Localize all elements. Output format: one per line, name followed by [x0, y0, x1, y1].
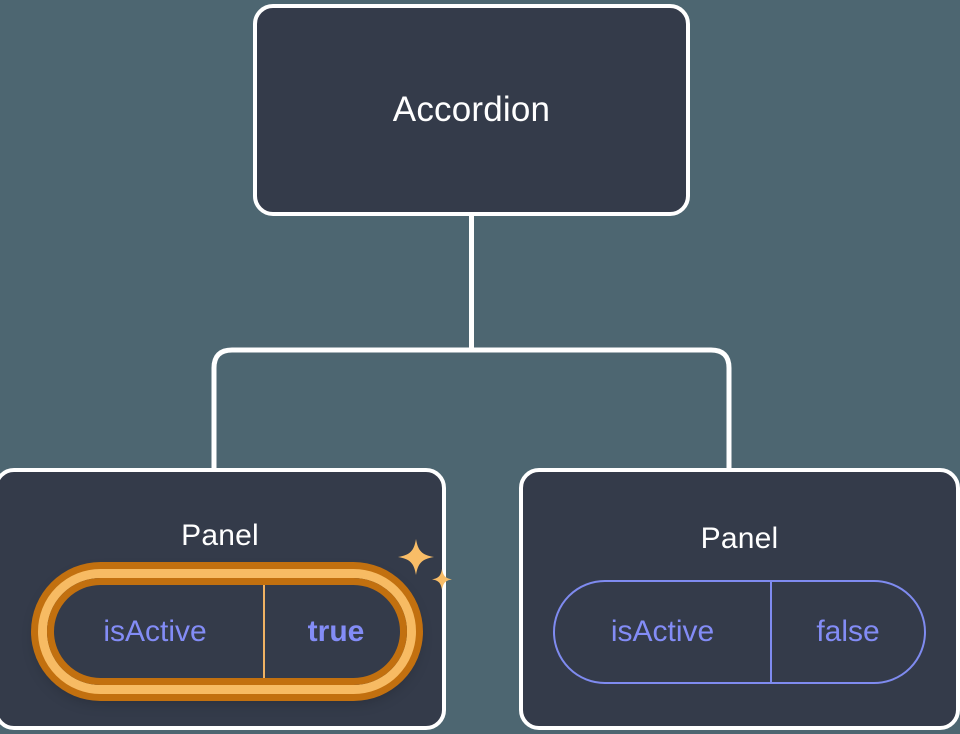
node-accordion-label: Accordion — [392, 90, 551, 129]
connector-branch-left — [211, 347, 474, 473]
node-panel-inactive-label: Panel — [700, 522, 779, 555]
node-panel-active-label: Panel — [181, 519, 259, 552]
connector-branch-right — [469, 347, 732, 473]
sparkles-icon — [398, 539, 452, 590]
node-panel-inactive[interactable]: Panel isActive false — [519, 468, 960, 730]
prop-pill-isactive-false[interactable]: isActive false — [553, 580, 926, 684]
prop-name-isactive: isActive — [555, 582, 772, 682]
prop-name-isactive: isActive — [47, 578, 265, 685]
prop-pill-isactive-true[interactable]: isActive true — [38, 569, 416, 694]
node-accordion[interactable]: Accordion — [253, 4, 690, 216]
prop-value-true: true — [307, 614, 365, 648]
node-panel-active[interactable]: Panel isActive true — [0, 468, 452, 730]
prop-pill-active-wrapper: isActive true — [38, 539, 452, 694]
prop-value-false: false — [816, 615, 880, 648]
